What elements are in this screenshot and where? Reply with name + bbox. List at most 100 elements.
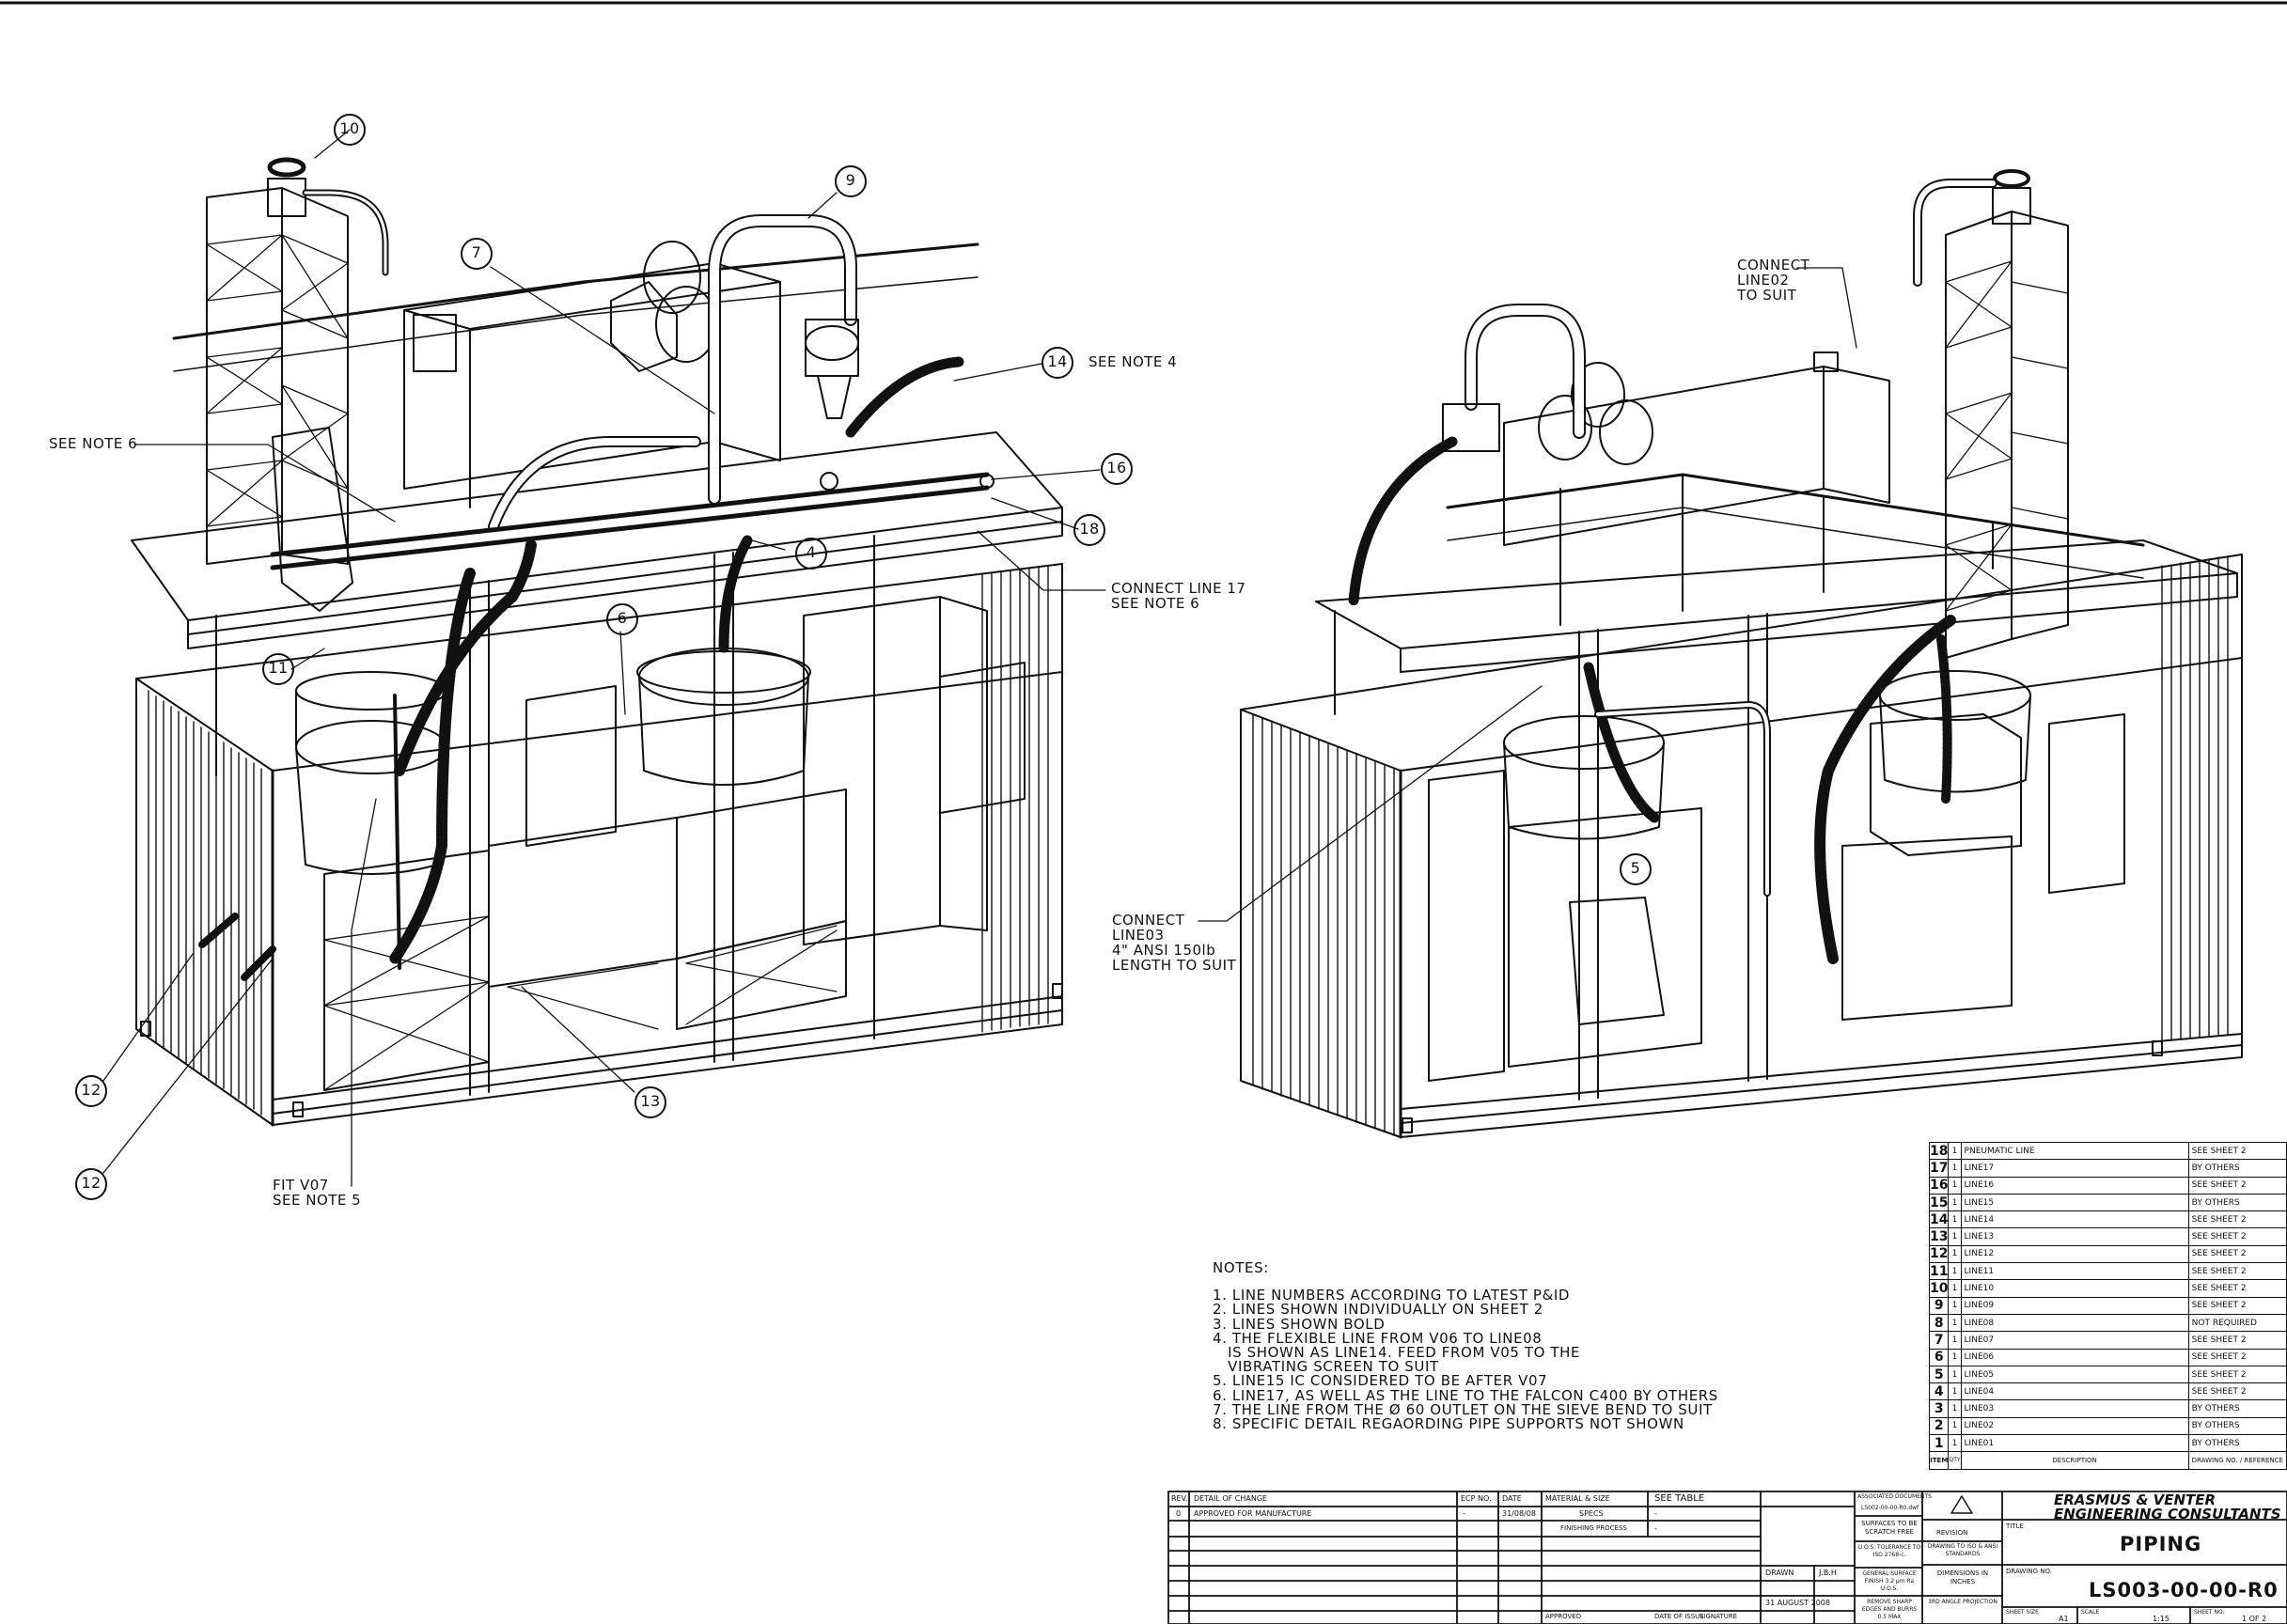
parts-item-qty: 1 xyxy=(1948,1382,1962,1401)
parts-item-qty: 1 xyxy=(1948,1159,1962,1178)
parts-item-reference: SEE SHEET 2 xyxy=(2187,1279,2287,1298)
parts-item-qty: 1 xyxy=(1948,1279,1962,1298)
parts-item-description: LINE17 xyxy=(1960,1159,2189,1178)
tb-rev0-ecp: - xyxy=(1463,1509,1465,1518)
tb-signature: SIGNATURE xyxy=(1700,1613,1738,1620)
tb-sharp-edges: REMOVE SHARP EDGES AND BURRS 0.5 MAX xyxy=(1861,1599,1918,1620)
tb-drawing-no: LS003-00-00-R0 xyxy=(2089,1579,2279,1601)
tb-company-line2: ENGINEERING CONSULTANTS xyxy=(2054,1506,2281,1522)
parts-item-description: LINE08 xyxy=(1960,1313,2189,1333)
parts-item-qty: 1 xyxy=(1948,1348,1962,1366)
parts-item-number: 7 xyxy=(1928,1331,1950,1350)
callout-4: 4 xyxy=(806,543,817,561)
tb-approved: APPROVED xyxy=(1545,1613,1582,1620)
tb-title-label: TITLE xyxy=(2006,1522,2024,1530)
parts-item-reference: SEE SHEET 2 xyxy=(2187,1262,2287,1281)
parts-item-number: 8 xyxy=(1928,1313,1950,1333)
tb-sheet-no-label: SHEET NO. xyxy=(2194,1609,2225,1616)
tb-assoc-docs: ASSOCIATED DOCUMENTS xyxy=(1857,1493,1932,1500)
label-see-note-4: SEE NOTE 4 xyxy=(1089,353,1178,370)
parts-item-description: LINE14 xyxy=(1960,1210,2189,1229)
tb-surfaces: SURFACES TO BE SCRATCH FREE xyxy=(1861,1520,1918,1536)
parts-item-qty: 1 xyxy=(1948,1365,1962,1384)
callout-12b: 12 xyxy=(81,1174,102,1192)
parts-item-description: LINE09 xyxy=(1960,1296,2189,1315)
parts-item-reference: BY OTHERS xyxy=(2187,1159,2287,1178)
parts-item-number: 16 xyxy=(1928,1176,1950,1195)
tb-drawing-to: DRAWING TO ISO & ANSI STANDARDS xyxy=(1927,1543,1998,1557)
parts-item-reference: BY OTHERS xyxy=(2187,1434,2287,1453)
tb-material-value: SEE TABLE xyxy=(1654,1493,1705,1504)
parts-item-reference: SEE SHEET 2 xyxy=(2187,1244,2287,1264)
tb-sheet-no: 1 OF 2 xyxy=(2242,1615,2267,1623)
parts-item-number: 13 xyxy=(1928,1227,1950,1246)
parts-item-reference: SEE SHEET 2 xyxy=(2187,1365,2287,1384)
parts-item-description: LINE02 xyxy=(1960,1416,2189,1436)
tb-rev-header: REV. xyxy=(1171,1494,1188,1503)
note-line: 6. LINE17, AS WELL AS THE LINE TO THE FA… xyxy=(1213,1386,1718,1404)
callout-6: 6 xyxy=(617,609,628,627)
parts-item-description: LINE16 xyxy=(1960,1176,2189,1195)
tb-specs-value: - xyxy=(1654,1509,1657,1518)
parts-item-description: LINE15 xyxy=(1960,1193,2189,1212)
parts-item-description: LINE12 xyxy=(1960,1244,2189,1264)
parts-item-description: LINE03 xyxy=(1960,1399,2189,1418)
parts-item-qty: 1 xyxy=(1948,1313,1962,1333)
note-line: 2. LINES SHOWN INDIVIDUALLY ON SHEET 2 xyxy=(1213,1301,1543,1319)
parts-item-qty: 1 xyxy=(1948,1141,1962,1161)
parts-item-qty: 1 xyxy=(1948,1416,1962,1436)
tb-date-header: DATE xyxy=(1502,1494,1522,1503)
tb-specs-label: SPECS xyxy=(1579,1509,1604,1518)
note-line: 4. THE FLEXIBLE LINE FROM V06 TO LINE08 xyxy=(1213,1329,1543,1347)
parts-item-reference: BY OTHERS xyxy=(2187,1416,2287,1436)
parts-item-description: LINE13 xyxy=(1960,1227,2189,1246)
left-leader-lines xyxy=(102,129,1106,1187)
parts-item-number: 4 xyxy=(1928,1382,1950,1401)
notes-heading: NOTES: xyxy=(1213,1259,1269,1276)
tb-date-of-issue: DATE OF ISSUE xyxy=(1654,1613,1704,1620)
parts-item-qty: 1 xyxy=(1948,1262,1962,1281)
tb-revision: REVISION xyxy=(1936,1529,1968,1537)
tb-finishing-value: - xyxy=(1654,1524,1657,1533)
callout-circles xyxy=(75,114,1652,1200)
parts-item-qty: 1 xyxy=(1948,1227,1962,1246)
tb-material-label: MATERIAL & SIZE xyxy=(1545,1494,1610,1503)
tb-company-line1: ERASMUS & VENTER xyxy=(2054,1491,2217,1508)
callout-5: 5 xyxy=(1630,859,1641,877)
tb-rev0-detail: APPROVED FOR MANUFACTURE xyxy=(1194,1509,1312,1518)
parts-item-number: 9 xyxy=(1928,1296,1950,1315)
parts-item-reference: SEE SHEET 2 xyxy=(2187,1227,2287,1246)
parts-item-qty: 1 xyxy=(1948,1193,1962,1212)
parts-item-number: 5 xyxy=(1928,1365,1950,1384)
callout-14: 14 xyxy=(1047,352,1068,370)
parts-item-number: 1 xyxy=(1928,1434,1950,1453)
note-line: VIBRATING SCREEN TO SUIT xyxy=(1213,1358,1439,1376)
label-connect-line03: CONNECT LINE03 4" ANSI 150lb LENGTH TO S… xyxy=(1112,912,1237,974)
label-see-note-6: SEE NOTE 6 xyxy=(49,435,138,452)
note-line: 1. LINE NUMBERS ACCORDING TO LATEST P&ID xyxy=(1213,1287,1571,1304)
callout-12a: 12 xyxy=(81,1081,102,1099)
parts-item-reference: SEE SHEET 2 xyxy=(2187,1141,2287,1161)
parts-item-qty: 1 xyxy=(1948,1244,1962,1264)
parts-item-qty: 1 xyxy=(1948,1399,1962,1418)
parts-item-number: 3 xyxy=(1928,1399,1950,1418)
parts-item-description: LINE06 xyxy=(1960,1348,2189,1366)
tb-rev0-date: 31/08/08 xyxy=(1502,1509,1536,1518)
parts-item-reference: BY OTHERS xyxy=(2187,1193,2287,1212)
parts-item-qty: 1 xyxy=(1948,1296,1962,1315)
parts-list-header: ITEM QTY DESCRIPTION DRAWING NO. / REFER… xyxy=(1928,1451,2287,1470)
tb-drawing-no-label: DRAWING NO. xyxy=(2006,1568,2052,1575)
note-line: 5. LINE15 IC CONSIDERED TO BE AFTER V07 xyxy=(1213,1372,1548,1390)
label-connect-line17: CONNECT LINE 17 SEE NOTE 6 xyxy=(1111,580,1246,612)
